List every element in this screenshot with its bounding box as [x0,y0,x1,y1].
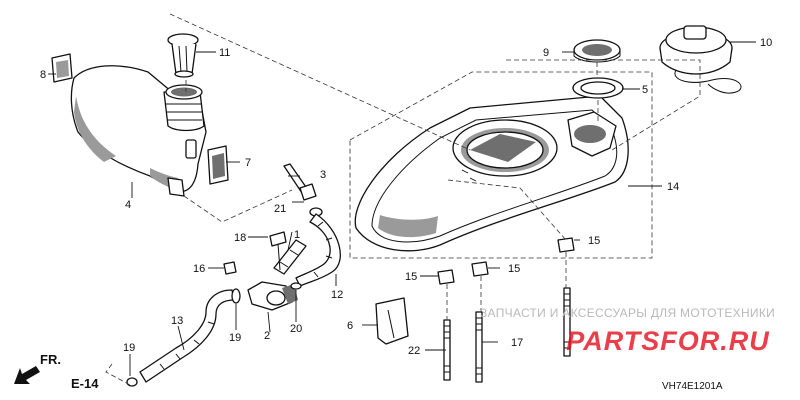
callout-17: 17 [511,337,523,349]
fuel-tank [70,65,207,197]
cap-seal [573,39,621,63]
nut-15-right [557,237,575,253]
direction-label: FR. [40,352,61,367]
stud-22 [443,319,451,381]
fuel-tube-13 [139,289,235,383]
callout-15-middle: 15 [508,263,520,275]
callout-18: 18 [234,232,246,244]
callout-16: 16 [193,263,205,275]
callout-11: 11 [219,47,230,59]
callout-3: 3 [320,169,326,181]
drawing-code: VH74E1201A [662,381,723,392]
fuel-joint [273,239,307,275]
tube-clip-19a [231,288,241,304]
callout-1: 1 [294,229,300,241]
fuel-cock [247,281,298,311]
assembly-lines [105,13,701,387]
callout-19a: 19 [229,332,241,344]
callout-2: 2 [264,330,270,342]
fuel-tank-cover [354,95,629,252]
bolt-18 [269,231,287,271]
cover-bracket [375,297,409,345]
front-direction-arrow [14,366,40,384]
callout-22: 22 [408,345,420,357]
clip-20 [290,282,302,290]
callout-7: 7 [245,157,251,169]
callout-8: 8 [40,69,46,81]
callout-13: 13 [171,315,183,327]
fuel-tube-12 [295,213,341,287]
tank-bolt [283,163,317,201]
tank-cushion [207,145,229,185]
stud-17-right [563,287,571,357]
callout-21: 21 [274,203,286,215]
callout-20: 20 [290,323,302,335]
leader-lines [48,41,756,376]
callout-9: 9 [543,47,549,59]
reference-label: E-14 [71,376,99,391]
callout-19b: 19 [123,342,135,354]
callout-10: 10 [760,37,772,49]
tube-clip-19b [126,377,138,387]
cap-packing [572,77,624,99]
callout-14: 14 [667,181,679,193]
callout-4: 4 [125,199,131,211]
callout-6: 6 [347,320,353,332]
fuel-cap [659,25,742,94]
callout-15-right: 15 [588,235,600,247]
nut-15-middle [471,261,489,277]
stud-17 [475,311,483,383]
watermark-brand: PARTSFOR.RU [566,326,770,356]
callout-5: 5 [642,84,648,96]
fuel-strainer [167,33,199,78]
watermark-tagline: ЗАПЧАСТИ И АКСЕССУАРЫ ДЛЯ МОТОТЕХНИКИ [480,306,775,320]
callout-12: 12 [331,289,343,301]
nut-15-left [437,269,455,285]
callout-15-left: 15 [405,271,417,283]
nut-16 [223,261,237,275]
clip [51,53,73,83]
